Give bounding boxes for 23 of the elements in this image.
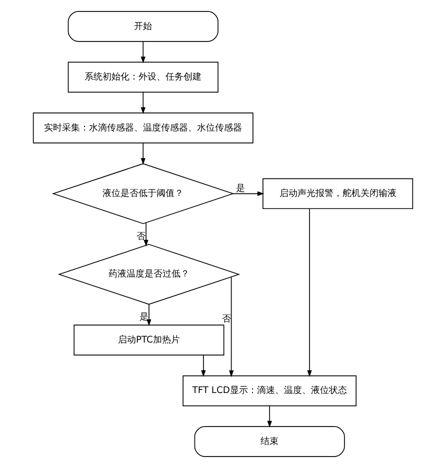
arrow <box>200 354 206 377</box>
arrow <box>232 191 264 196</box>
arrow <box>306 208 312 377</box>
arrow <box>140 142 145 165</box>
node-box: 启动PTC加热片 <box>73 324 224 356</box>
edge-label: 是 <box>235 184 244 194</box>
node-box: 启动声光报警，舵机关闭输液 <box>262 178 413 210</box>
arrow <box>143 222 148 247</box>
arrow <box>146 304 151 326</box>
edge-label: 否 <box>221 314 230 324</box>
node-box: 结束 <box>194 426 344 457</box>
node-diamond: 液位是否低于阈值？ <box>51 163 234 224</box>
arrow <box>140 41 145 64</box>
node-box: 实时采集：水滴传感器、温度传感器、水位传感器 <box>32 112 253 144</box>
edge-label: 是 <box>138 312 148 322</box>
arrow <box>228 276 234 378</box>
arrow <box>266 406 272 428</box>
arrow <box>140 92 145 114</box>
node-diamond: 药液温度是否过低？ <box>57 244 240 305</box>
node-box: 系统初始化：外设、任务创建 <box>67 62 218 93</box>
node-box: TFT LCD显示：滴速、温度、液位状态 <box>182 375 356 406</box>
edge-label: 否 <box>136 232 146 242</box>
node-box: 开始 <box>67 11 218 42</box>
